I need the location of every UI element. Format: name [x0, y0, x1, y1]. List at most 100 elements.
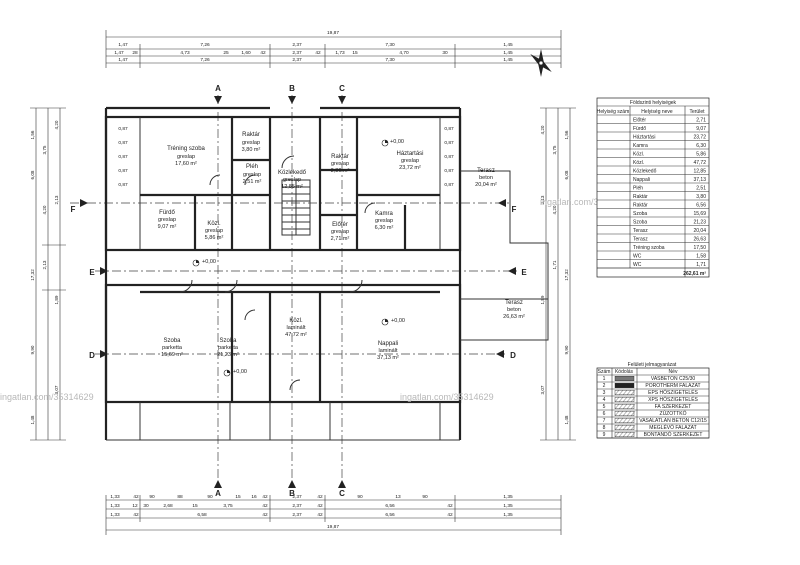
room-area: 37,13 m²: [377, 355, 399, 361]
dim-text: 25: [223, 50, 229, 56]
watermark-text: ingatlan.com/35314629: [400, 392, 494, 402]
dim-text: 4,73: [180, 50, 190, 56]
legend-swatch: [614, 404, 635, 410]
area-table-title: Földszinti helyiségek: [630, 100, 677, 106]
dim-text: 7,30: [385, 42, 395, 48]
legend-number: 1: [603, 376, 606, 382]
legend-name: XPS HŐSZIGETELÉS: [648, 396, 698, 403]
room-floor: beton: [479, 175, 493, 181]
area-table-value: 2,51: [696, 186, 706, 192]
room-label: Raktár greslap 3,80 m²: [331, 154, 350, 174]
room-name: Közl.: [207, 221, 221, 227]
area-table-name: Fürdő: [633, 126, 646, 132]
legend-hatch: [614, 411, 620, 416]
area-table-value: 1,58: [696, 254, 706, 260]
area-table-value: 21,23: [693, 220, 706, 226]
dim-text: 90: [422, 494, 428, 500]
legend-hatch: [626, 425, 632, 430]
legend-title: Felületi jelmagyarázat: [628, 362, 677, 368]
level-marker-icon: +0,00: [223, 369, 247, 377]
dim-text: 2,37: [292, 503, 302, 509]
room-floor: parketta: [218, 345, 239, 351]
room-area: 20,04 m²: [475, 182, 497, 188]
room-name: Tréning szoba: [167, 146, 205, 152]
window-labels: 0,87 0,87 0,87 0,87 0,87 0,87 0,87 0,87 …: [118, 126, 454, 188]
legend-hatch: [622, 404, 628, 409]
room-area: 21,23 m²: [217, 352, 239, 358]
room-area: 15,69 m²: [161, 352, 183, 358]
dim-text: 6,56: [385, 512, 395, 518]
legend-hatch: [630, 390, 636, 395]
dim-text: 1,33: [110, 494, 120, 500]
room-name: Terasz: [477, 168, 495, 174]
room-floor: parketta: [162, 345, 183, 351]
legend-header: Szám: [598, 369, 611, 375]
area-table-name: Szoba: [633, 220, 647, 226]
dim-text: 4,20: [552, 205, 557, 214]
area-table-name: WC: [633, 262, 642, 268]
dim-text: 28: [132, 50, 138, 56]
axis-label-b: B: [289, 84, 295, 93]
legend-hatch: [614, 397, 620, 402]
axis-label-e-right: E: [521, 268, 527, 277]
dim-text: 2,68: [163, 503, 173, 509]
area-table: Földszinti helyiségek Helyiség szám Hely…: [596, 97, 710, 278]
room-label: Előtér greslap 2,71 m²: [331, 222, 350, 242]
area-table-name: Terasz: [633, 237, 648, 243]
legend-hatch: [618, 411, 624, 416]
room-floor: laminált: [379, 348, 398, 354]
room-floor: greslap: [205, 228, 223, 234]
area-table-value: 37,13: [693, 177, 706, 183]
dim-text: 7,26: [200, 57, 210, 63]
area-table-name: Raktár: [633, 194, 648, 200]
area-table-value: 9,07: [696, 126, 706, 132]
room-label: Szoba parketta 15,69 m²: [161, 338, 183, 358]
dim-text: 90: [149, 494, 155, 500]
dim-text: 42: [447, 503, 453, 509]
dim-text: 2,37: [292, 50, 302, 56]
dim-text: 3,75: [552, 145, 557, 154]
dim-text: 9,90: [564, 345, 569, 354]
dim-text: 7,26: [200, 42, 210, 48]
area-table-value: 12,85: [693, 169, 706, 175]
legend-name: MEGLÉVŐ FALAZAT: [649, 424, 696, 431]
dim-text: 1,35: [503, 512, 513, 518]
room-area: 26,63 m²: [503, 314, 525, 320]
room-area: 2,51 m²: [243, 179, 262, 185]
room-labels: Tréning szoba greslap 17,60 m² Raktár gr…: [158, 132, 525, 361]
grid-axes: A B C A B C F F E E D D: [70, 84, 527, 498]
room-area: 2,71 m²: [331, 236, 350, 242]
area-table-total: 262,61 m²: [683, 271, 706, 277]
dim-text: 1,45: [503, 50, 513, 56]
dim-text: 1,48: [30, 415, 35, 424]
watermark-text: ingatlan.com/35314629: [540, 197, 634, 207]
dim-text: 3,07: [540, 385, 545, 394]
room-name: Szoba: [219, 338, 237, 344]
dim-text: 12: [132, 503, 138, 509]
room-floor: greslap: [331, 161, 349, 167]
dim-text: 1,71: [552, 260, 557, 269]
level-marker-icon: +0,00: [381, 139, 404, 147]
area-table-name: Közlekedő: [633, 169, 657, 175]
dim-text: 1,48: [564, 415, 569, 424]
level-marker-icon: +0,00: [381, 318, 405, 326]
dim-text: 42: [260, 50, 266, 56]
dim-text: 4,70: [399, 50, 409, 56]
area-table-header: Terület: [689, 109, 705, 115]
watermark-text: ingatlan.com/35314629: [0, 392, 94, 402]
building-walls: [104, 106, 549, 441]
legend-name: VASBETON C25/30: [651, 376, 695, 382]
area-table-name: Raktár: [633, 203, 648, 209]
legend-hatch: [630, 425, 636, 430]
legend-hatch: [618, 397, 624, 402]
room-area: 12,85 m²: [281, 184, 303, 190]
legend-name: FA SZERKEZET: [655, 404, 692, 410]
legend-name: EPS HŐSZIGETELÉS: [648, 389, 698, 396]
dim-text: 1,33: [110, 503, 120, 509]
room-label: Fürdő greslap 9,07 m²: [158, 210, 177, 230]
area-table-value: 15,69: [693, 211, 706, 217]
room-area: 23,72 m²: [399, 165, 421, 171]
legend-number: 6: [603, 411, 606, 417]
room-label: Közl. greslap 5,86 m²: [205, 221, 224, 241]
room-area: 47,72 m²: [285, 332, 307, 338]
